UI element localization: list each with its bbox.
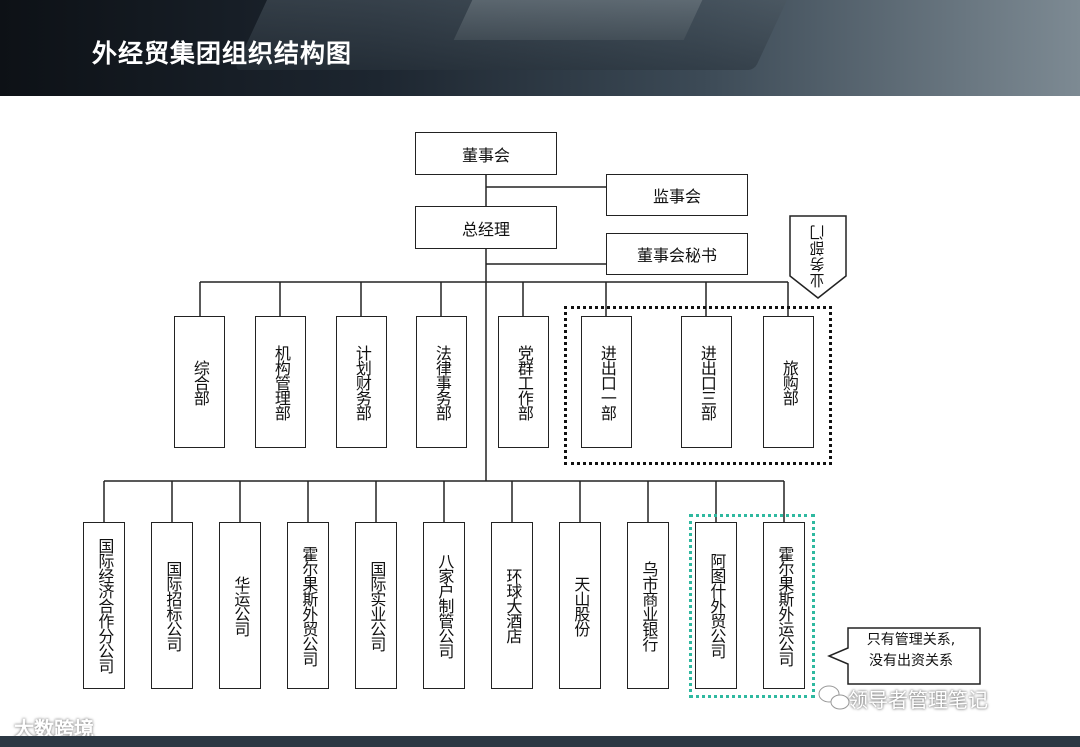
watermark-logo-space: [814, 688, 844, 710]
board-of-directors-box: 董事会: [415, 132, 557, 175]
board-secretary-label: 董事会秘书: [636, 246, 717, 265]
page-title: 外经贸集团组织结构图: [92, 39, 353, 68]
business-dept-tag-label: 业务部门: [808, 224, 827, 288]
company-box: 华运公司: [219, 522, 261, 689]
general-manager-box: 总经理: [415, 206, 557, 249]
company-box: 天山股份: [559, 522, 601, 689]
board-of-directors-label: 董事会: [461, 145, 510, 165]
note-line-2: 没有出资关系: [869, 653, 953, 669]
board-secretary-box: 董事会秘书: [606, 233, 748, 275]
dept-box: 机构管理部: [255, 316, 306, 448]
general-manager-label: 总经理: [461, 219, 510, 239]
wechat-icon: [818, 685, 850, 710]
dept-box: 综合部: [174, 316, 225, 448]
watermark-right: 领导者管理笔记: [814, 684, 988, 713]
company-box: 环球大酒店: [491, 522, 533, 689]
dept-box: 进出口一部: [581, 316, 632, 448]
supervisory-board-label: 监事会: [652, 187, 701, 206]
dept-box: 进出口三部: [681, 316, 732, 448]
company-box: 霍尔果斯外运公司: [763, 522, 805, 689]
management-only-group: [689, 514, 815, 698]
company-box: 乌市商业银行: [627, 522, 669, 689]
watermark-right-text: 领导者管理笔记: [848, 688, 988, 712]
company-box: 国际招标公司: [151, 522, 193, 689]
supervisory-board-box: 监事会: [606, 174, 748, 216]
company-box: 八家户制管公司: [423, 522, 465, 689]
business-dept-tag-shape: [789, 215, 847, 299]
dept-box: 计划财务部: [336, 316, 387, 448]
bottom-bar: [0, 736, 1080, 747]
dept-box: 党群工作部: [498, 316, 549, 448]
callout-arrow-icon: [827, 627, 981, 685]
company-box: 霍尔果斯外贸公司: [287, 522, 329, 689]
company-box: 国际经济合作分公司: [83, 522, 125, 689]
company-box: 国际实业公司: [355, 522, 397, 689]
company-box: 阿图什外贸公司: [695, 522, 737, 689]
dept-box: 法律事务部: [416, 316, 467, 448]
dept-box: 旅购部: [763, 316, 814, 448]
note-line-1: 只有管理关系,: [866, 632, 956, 648]
management-relation-note: 只有管理关系, 没有出资关系: [846, 630, 976, 672]
business-departments-group: [564, 306, 832, 465]
header-banner: 外经贸集团组织结构图: [0, 0, 1080, 96]
